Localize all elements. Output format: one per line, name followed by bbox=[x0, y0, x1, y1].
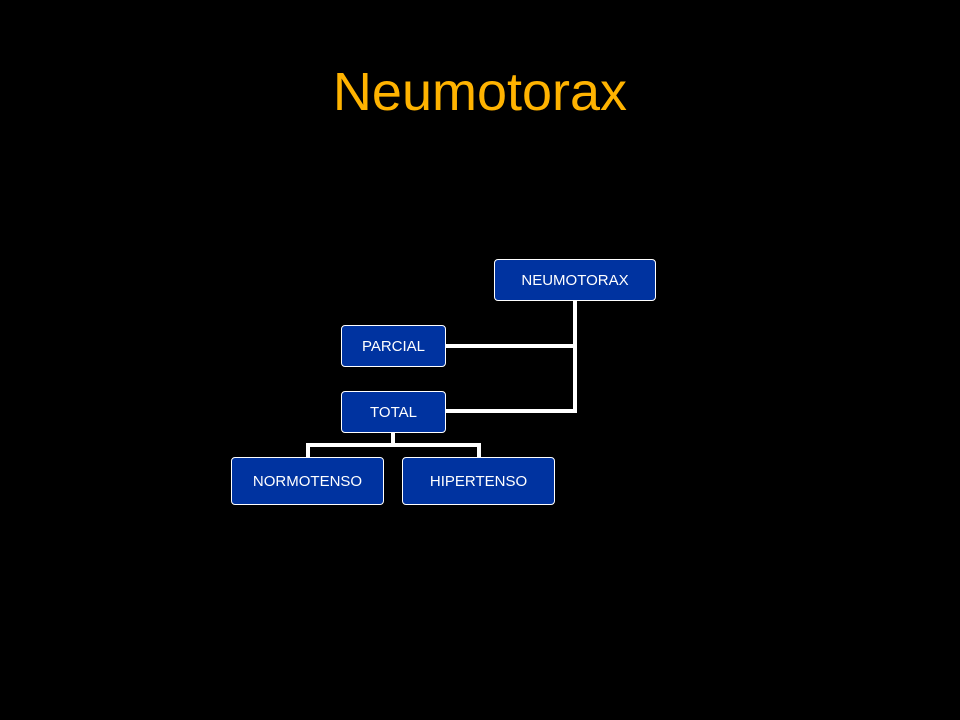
node-root: NEUMOTORAX bbox=[494, 259, 656, 301]
node-normotenso: NORMOTENSO bbox=[231, 457, 384, 505]
slide-title: Neumotorax bbox=[332, 62, 628, 122]
node-total-label: TOTAL bbox=[370, 403, 417, 421]
node-hipertenso: HIPERTENSO bbox=[402, 457, 555, 505]
node-hipertenso-label: HIPERTENSO bbox=[429, 472, 528, 490]
node-parcial-label: PARCIAL bbox=[361, 337, 426, 355]
node-normotenso-label: NORMOTENSO bbox=[252, 472, 363, 490]
node-root-label: NEUMOTORAX bbox=[521, 271, 629, 289]
node-total: TOTAL bbox=[341, 391, 446, 433]
node-parcial: PARCIAL bbox=[341, 325, 446, 367]
